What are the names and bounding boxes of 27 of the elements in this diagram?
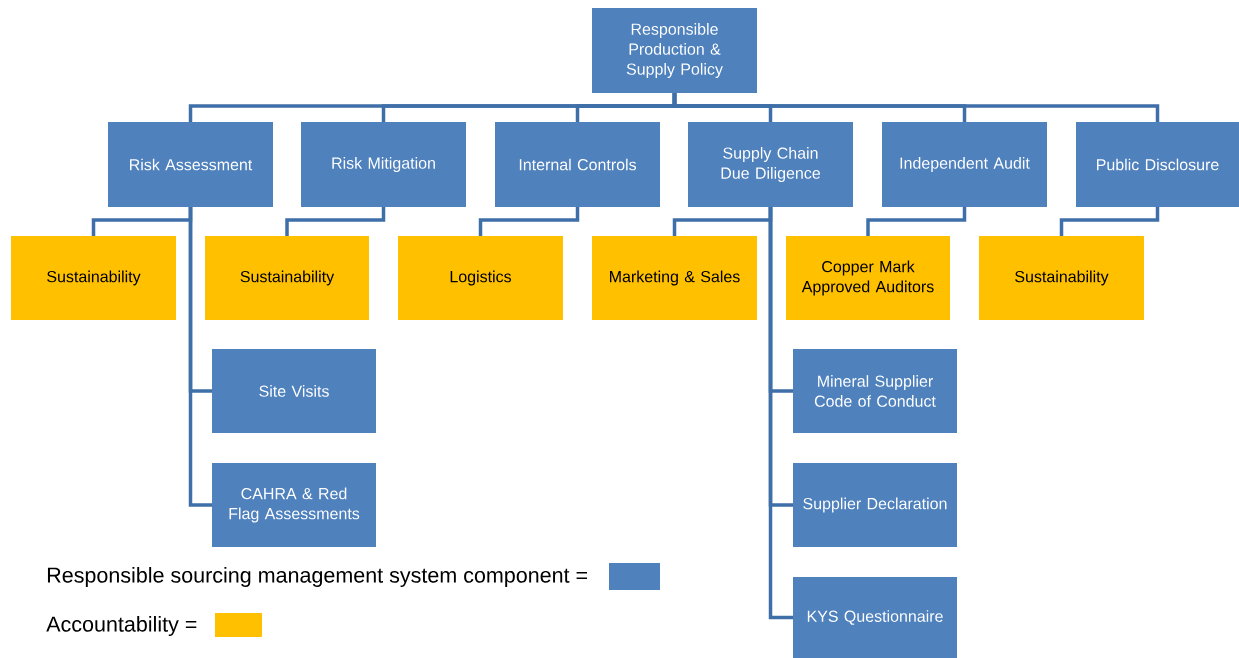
component-box: Supplier Declaration — [793, 463, 957, 547]
component-box: Mineral Supplier Code of Conduct — [793, 349, 957, 433]
accountability-box: Copper Mark Approved Auditors — [786, 236, 950, 320]
accountability-box: Sustainability — [205, 236, 369, 320]
accountability-box: Logistics — [398, 236, 563, 320]
connector — [866, 207, 967, 236]
connector — [768, 207, 793, 620]
component-box: KYS Questionnaire — [793, 577, 957, 658]
component-box: Internal Controls — [495, 122, 660, 207]
legend-text: Accountability = — [46, 616, 197, 636]
component-box: Site Visits — [212, 349, 376, 433]
component-box: Responsible Production & Supply Policy — [592, 8, 757, 93]
connector — [188, 207, 212, 507]
component-box: Risk Assessment — [108, 122, 273, 207]
accountability-box: Sustainability — [979, 236, 1144, 320]
legend-text: Responsible sourcing management system component = — [47, 567, 588, 587]
accountability-box: Sustainability — [11, 236, 176, 320]
component-box: CAHRA & Red Flag Assessments — [212, 463, 376, 547]
component-box: Supply Chain Due Diligence — [688, 122, 853, 207]
connector — [285, 207, 386, 236]
component-box: Independent Audit — [882, 122, 1047, 207]
connector — [672, 93, 1160, 122]
component-box: Public Disclosure — [1076, 122, 1239, 207]
accountability-box: Marketing & Sales — [592, 236, 757, 320]
connector — [478, 207, 580, 236]
connector — [1059, 207, 1160, 236]
component-box: Risk Mitigation — [301, 122, 466, 207]
